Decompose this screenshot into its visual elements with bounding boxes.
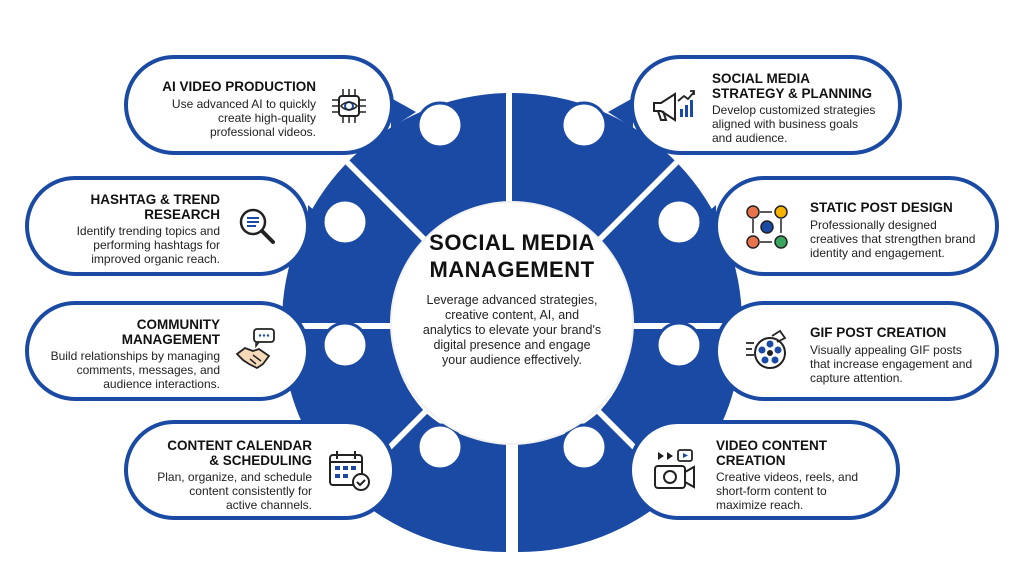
desc-line: short-form content to [716,484,827,498]
card-description: Build relationships by managing comments… [0,349,220,391]
desc-line: improved organic reach. [91,252,220,266]
ring-node [416,101,464,149]
card-title: GIF POST CREATION [810,325,947,340]
document-search-icon [239,208,275,244]
ring-segment [518,413,675,553]
film-reel-icon [746,329,787,369]
title-line: VIDEO CONTENT [716,438,828,453]
card-pointer [608,98,633,128]
card-community-management: COMMUNITY MANAGEMENT Build relationships… [25,301,310,401]
megaphone-chart-icon [653,90,695,122]
desc-line: maximize reach. [716,498,804,512]
card-content-calendar-scheduling: CONTENT CALENDAR & SCHEDULING Plan, orga… [124,420,396,520]
hub-description: Leverage advanced strategies, creative c… [422,293,602,367]
ring-node [416,423,464,471]
desc-line: Build relationships by managing [50,349,220,363]
desc-line: and audience. [712,131,788,145]
desc-line: active channels. [225,498,312,512]
card-description: Plan, organize, and schedule content con… [112,470,312,512]
card-title: SOCIAL MEDIA STRATEGY & PLANNING [712,71,892,101]
card-social-media-strategy-planning: SOCIAL MEDIA STRATEGY & PLANNING Develop… [630,55,902,155]
card-title: AI VIDEO PRODUCTION [162,79,316,94]
card-pointer [308,205,325,236]
card-description: Visually appealing GIF posts that increa… [810,343,995,385]
card-static-post-design: STATIC POST DESIGN Professionally design… [714,176,999,276]
card-title: STATIC POST DESIGN [810,200,953,215]
card-pointer [308,330,325,360]
desc-line: capture attention. [810,371,903,385]
desc-line: performing hashtags for [93,238,220,252]
card-description: Creative videos, reels, and short-form c… [716,470,901,512]
title-line: & SCHEDULING [209,453,312,468]
card-description: Identify trending topics and performing … [10,224,220,266]
ring-segment [512,93,675,239]
card-ai-video-production: AI VIDEO PRODUCTION Use advanced AI to q… [124,55,394,155]
desc-line: Identify trending topics and [76,224,220,238]
title-line: RESEARCH [144,207,220,222]
card-title: VIDEO CONTENT CREATION [716,438,896,468]
card-pointer [391,98,416,128]
desc-line: Develop customized strategies [712,103,876,117]
card-title: HASHTAG & TREND RESEARCH [20,192,221,222]
handshake-chat-icon [235,328,275,370]
card-title: CONTENT CALENDAR & SCHEDULING [112,438,312,468]
desc-line: creatives that strengthen brand [810,232,976,246]
desc-line: comments, messages, and [76,363,220,377]
ring-segments [281,93,742,553]
title-line: CONTENT CALENDAR [167,438,312,453]
desc-line: aligned with business goals [712,117,859,131]
desc-line: audience interactions. [103,377,220,391]
ai-chip-eye-icon [332,89,366,123]
hub-title-line: SOCIAL MEDIA [429,230,595,255]
card-description: Use advanced AI to quickly create high-q… [116,97,316,139]
card-video-content-creation: VIDEO CONTENT CREATION Creative videos, … [628,420,900,520]
people-network-icon [746,205,788,249]
ring-node [321,198,369,246]
ring-segment [349,93,506,239]
card-pointer [393,450,416,478]
card-gif-post-creation: GIF POST CREATION Visually appealing GIF… [714,301,999,401]
ring-segment [349,413,506,553]
title-line: MANAGEMENT [121,332,220,347]
desc-line: Visually appealing GIF posts [810,343,962,357]
card-description: Develop customized strategies aligned wi… [712,103,897,145]
desc-line: Creative videos, reels, and [716,470,859,484]
calendar-check-icon [329,451,370,491]
title-line: SOCIAL MEDIA [712,71,811,86]
title-line: CREATION [716,453,786,468]
camera-play-icon [654,449,695,489]
hub-title-line: MANAGEMENT [429,257,595,282]
desc-line: create high-quality [217,111,316,125]
desc-line: content consistently for [189,484,312,498]
ring-node [655,321,703,369]
card-description: Professionally designed creatives that s… [810,218,995,260]
ring-node [321,321,369,369]
title-line: STRATEGY & PLANNING [712,86,873,101]
hub-circle: SOCIAL MEDIA MANAGEMENT Leverage advance… [392,203,632,443]
card-pointers [308,98,716,478]
ring-node [655,198,703,246]
card-pointer [699,205,716,236]
desc-line: Plan, organize, and schedule [157,470,312,484]
title-line: COMMUNITY [136,317,220,332]
ring-node [560,101,608,149]
card-title: COMMUNITY MANAGEMENT [20,317,220,347]
desc-line: identity and engagement. [810,246,945,260]
card-hashtag-trend-research: HASHTAG & TREND RESEARCH Identify trendi… [25,176,310,276]
title-line: HASHTAG & TREND [90,192,221,207]
hub-title: SOCIAL MEDIA MANAGEMENT [412,229,612,283]
desc-line: that increase engagement and [810,357,973,371]
card-pointer [699,330,716,360]
desc-line: Use advanced AI to quickly [171,97,316,111]
ring-node [560,423,608,471]
desc-line: professional videos. [209,125,316,139]
desc-line: Professionally designed [810,218,937,232]
card-pointer [608,450,631,478]
ring-nodes [321,101,703,471]
